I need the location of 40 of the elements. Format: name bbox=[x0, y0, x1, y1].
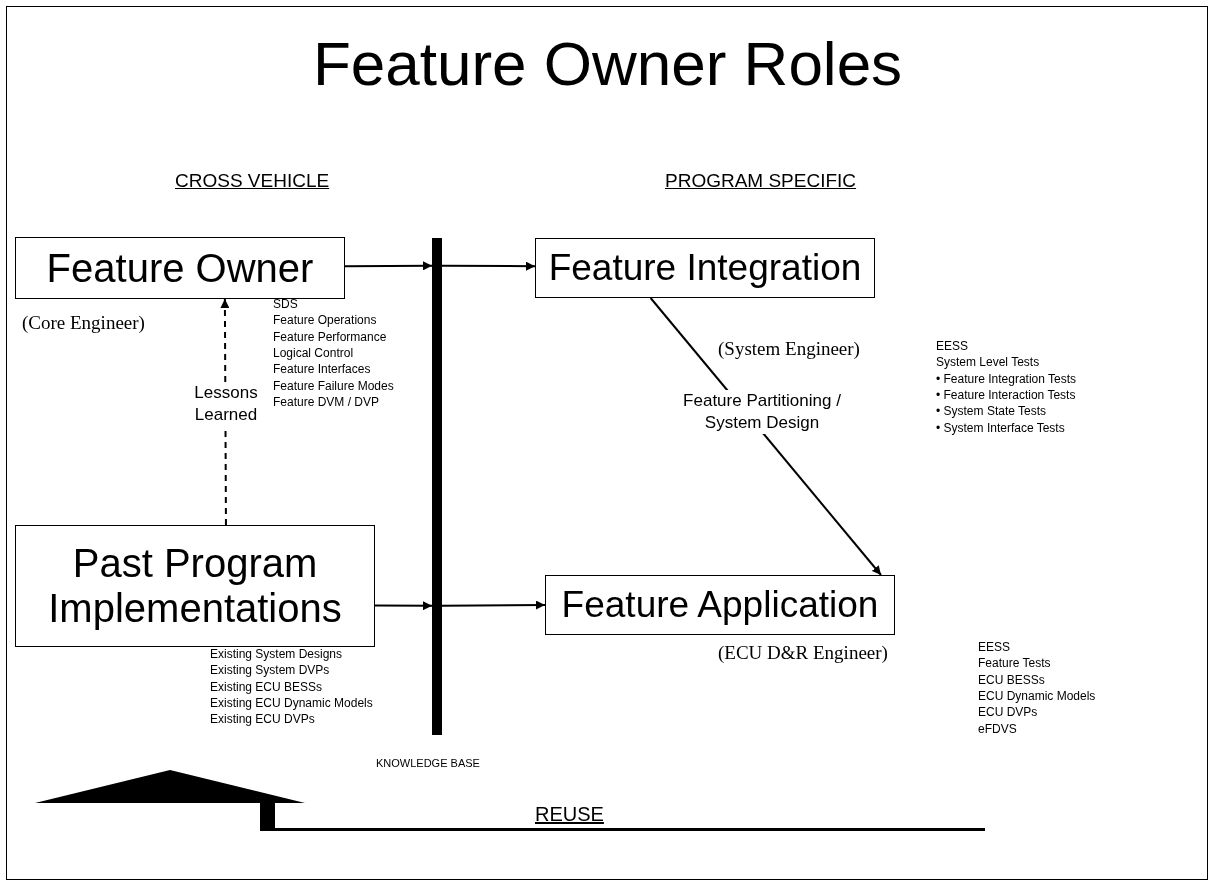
list-item: • Feature Interaction Tests bbox=[936, 387, 1076, 402]
list-item: • Feature Integration Tests bbox=[936, 371, 1077, 386]
role-caption: (Core Engineer) bbox=[22, 312, 145, 334]
role-box: Feature Application bbox=[545, 575, 895, 635]
list-item: SDS bbox=[273, 297, 298, 311]
list-item: Feature DVM / DVP bbox=[273, 394, 380, 409]
list-item: Feature Operations bbox=[273, 313, 377, 328]
role-box: Feature Owner bbox=[15, 237, 345, 299]
list-item: Existing System DVPs bbox=[210, 663, 330, 678]
title: Feature Owner Roles bbox=[311, 28, 904, 99]
list-item: ECU BESSs bbox=[978, 672, 1045, 687]
list-item: Feature Tests bbox=[978, 656, 1051, 671]
list-item: Feature Failure Modes bbox=[273, 378, 394, 393]
arrow bbox=[441, 261, 536, 271]
arrow bbox=[344, 261, 433, 271]
heading: CROSS VEHICLE bbox=[175, 170, 330, 192]
list-item: Existing ECU BESSs bbox=[210, 679, 323, 694]
divider-bar bbox=[432, 238, 442, 735]
role-caption: (System Engineer) bbox=[718, 338, 860, 360]
role-box: Past Program Implementations bbox=[15, 525, 375, 647]
list-item: System Level Tests bbox=[936, 355, 1040, 370]
list-item: EESS bbox=[936, 339, 968, 353]
role-box: Feature Integration bbox=[535, 238, 875, 298]
list-item: eFDVS bbox=[978, 721, 1017, 736]
list-item: Logical Control bbox=[273, 345, 354, 360]
list-item: • System Interface Tests bbox=[936, 420, 1065, 435]
label: KNOWLEDGE BASE bbox=[376, 757, 480, 769]
arrow bbox=[374, 601, 433, 611]
list-item: • System State Tests bbox=[936, 404, 1047, 419]
heading: REUSE bbox=[535, 803, 604, 826]
list-item: Feature Interfaces bbox=[273, 362, 371, 377]
list-item: ECU DVPs bbox=[978, 705, 1038, 720]
arrow bbox=[441, 600, 546, 610]
list-item: Existing ECU Dynamic Models bbox=[210, 695, 373, 710]
list-item: Feature Performance bbox=[273, 329, 387, 344]
list-item: Existing ECU DVPs bbox=[210, 712, 315, 727]
role-caption: (ECU D&R Engineer) bbox=[718, 642, 888, 664]
list-item: ECU Dynamic Models bbox=[978, 688, 1096, 703]
list-item: EESS bbox=[978, 640, 1010, 654]
heading: PROGRAM SPECIFIC bbox=[665, 170, 857, 192]
